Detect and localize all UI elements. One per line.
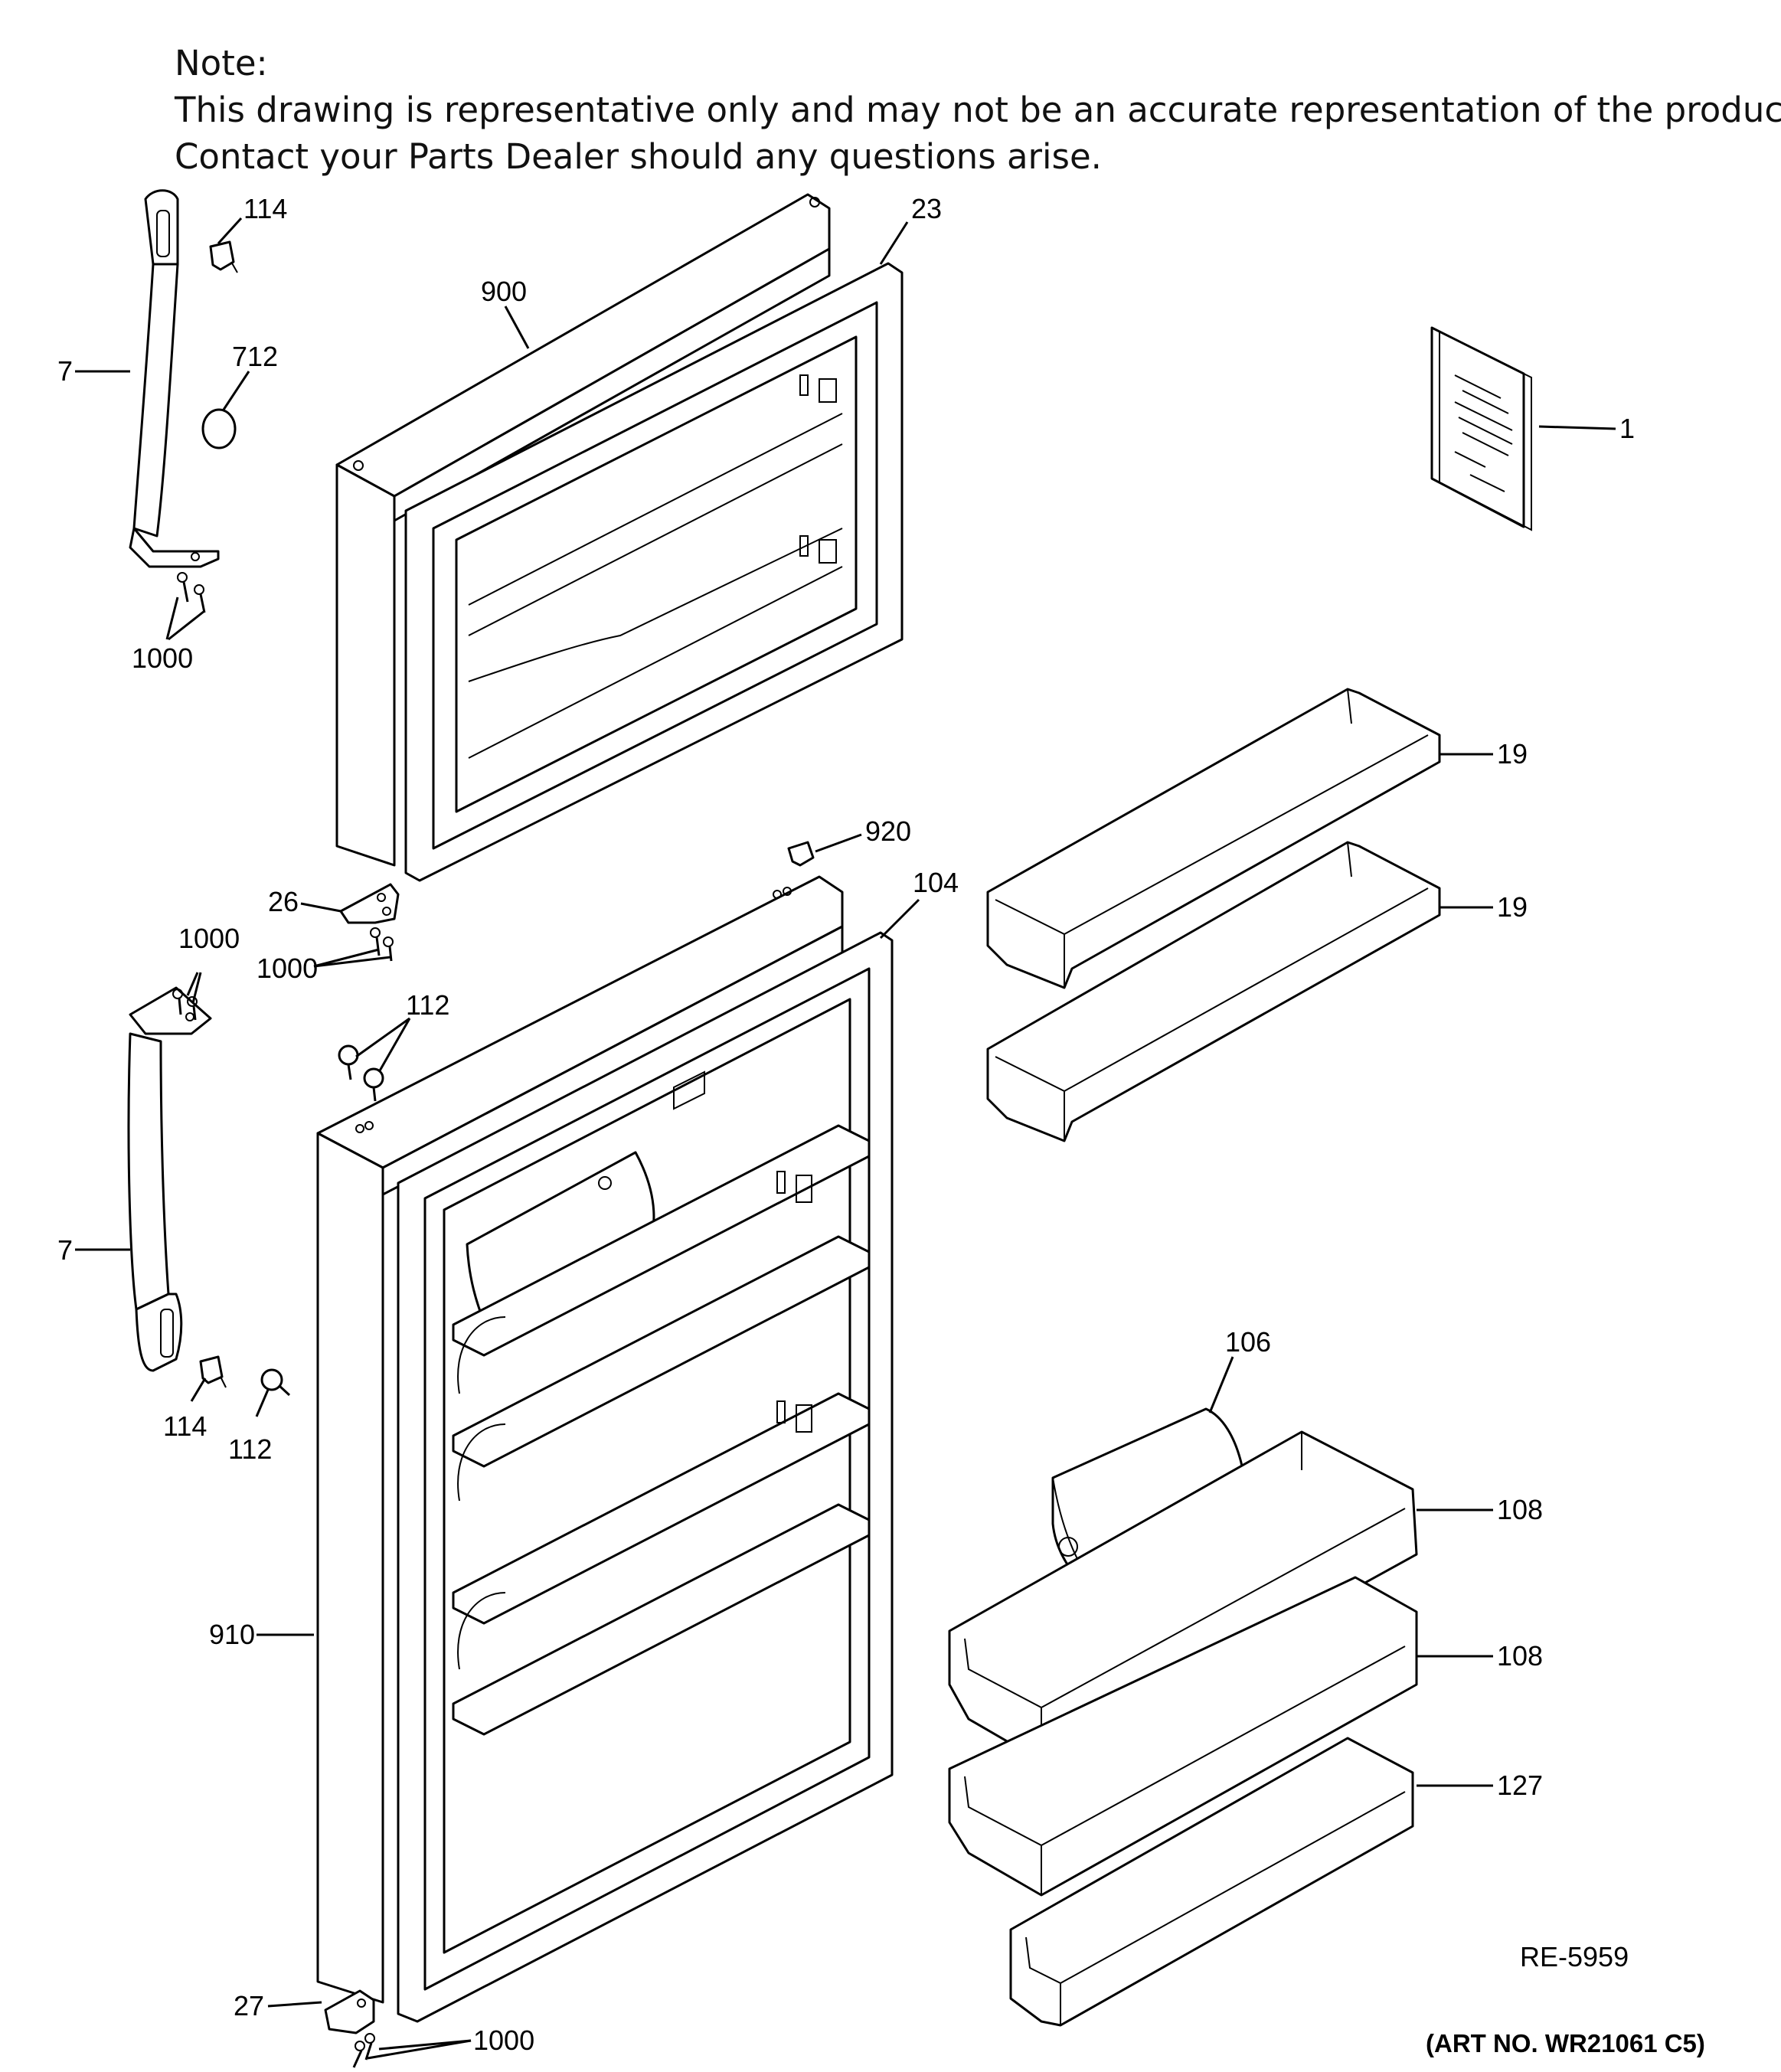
note-heading: Note: [175,43,268,83]
door-bin-108-lower [948,1576,1418,1897]
reference-code: RE-5959 [1520,1941,1629,1972]
callout-127: 127 [1497,1770,1543,1801]
plug-114-bottom [199,1355,227,1388]
fresh-food-door-outer-910 [316,875,844,2004]
callout-108-upper: 108 [1497,1494,1543,1525]
callout-7-bottom: 7 [57,1234,73,1266]
callout-26: 26 [268,886,299,917]
screws-1000-handle-bottom [172,989,198,1021]
callout-27: 27 [234,1990,264,2021]
callout-900: 900 [481,276,527,307]
callout-112-top: 112 [406,989,449,1021]
cap-712 [201,408,237,449]
screws-1000-mid-hinge [370,927,394,962]
leader-lines [75,217,1616,2060]
callout-1000-mid-a: 1000 [178,923,240,954]
door-bin-127 [1009,1737,1414,2027]
callout-1000-mid-b: 1000 [257,953,318,984]
screws-112-top [338,1044,384,1102]
fresh-food-door-liner [443,998,871,1954]
callout-712: 712 [232,341,278,372]
callout-19-upper: 19 [1497,738,1528,770]
freezer-door-outer-900 [335,193,831,867]
plug-114-top [209,240,238,273]
callout-104: 104 [913,867,959,898]
callout-106: 106 [1225,1326,1271,1358]
callout-1000-top: 1000 [132,642,193,674]
callout-108-lower: 108 [1497,1640,1543,1672]
handle-top-7 [129,189,220,568]
handle-bottom-7 [127,986,212,1372]
art-number: (ART NO. WR21061 C5) [1426,2029,1705,2057]
door-bin-19-lower [986,841,1441,1142]
callout-7-top: 7 [57,355,73,387]
note-line-1: This drawing is representative only and … [175,90,1781,130]
callout-112-bottom: 112 [228,1433,272,1465]
screw-112-bottom [260,1368,291,1397]
plug-920 [787,841,815,867]
callout-114-bottom: 114 [163,1410,207,1442]
manual-1 [1430,326,1532,531]
freezer-door-liner [455,335,858,813]
callout-23: 23 [911,193,942,224]
callout-920: 920 [865,815,911,847]
disclaimer-note: Note: This drawing is representative onl… [175,40,1781,180]
hinge-27 [324,1989,375,2034]
note-line-2: Contact your Parts Dealer should any que… [175,136,1102,177]
screws-1000-bottom [352,2033,375,2068]
hinge-26 [339,883,400,924]
callout-910: 910 [209,1619,255,1650]
screws-1000-top [177,572,206,613]
callout-1000-bottom: 1000 [473,2025,534,2056]
door-bin-19-upper [986,688,1441,989]
callout-19-lower: 19 [1497,891,1528,923]
callout-1: 1 [1619,413,1635,444]
callout-114-top: 114 [243,193,287,224]
